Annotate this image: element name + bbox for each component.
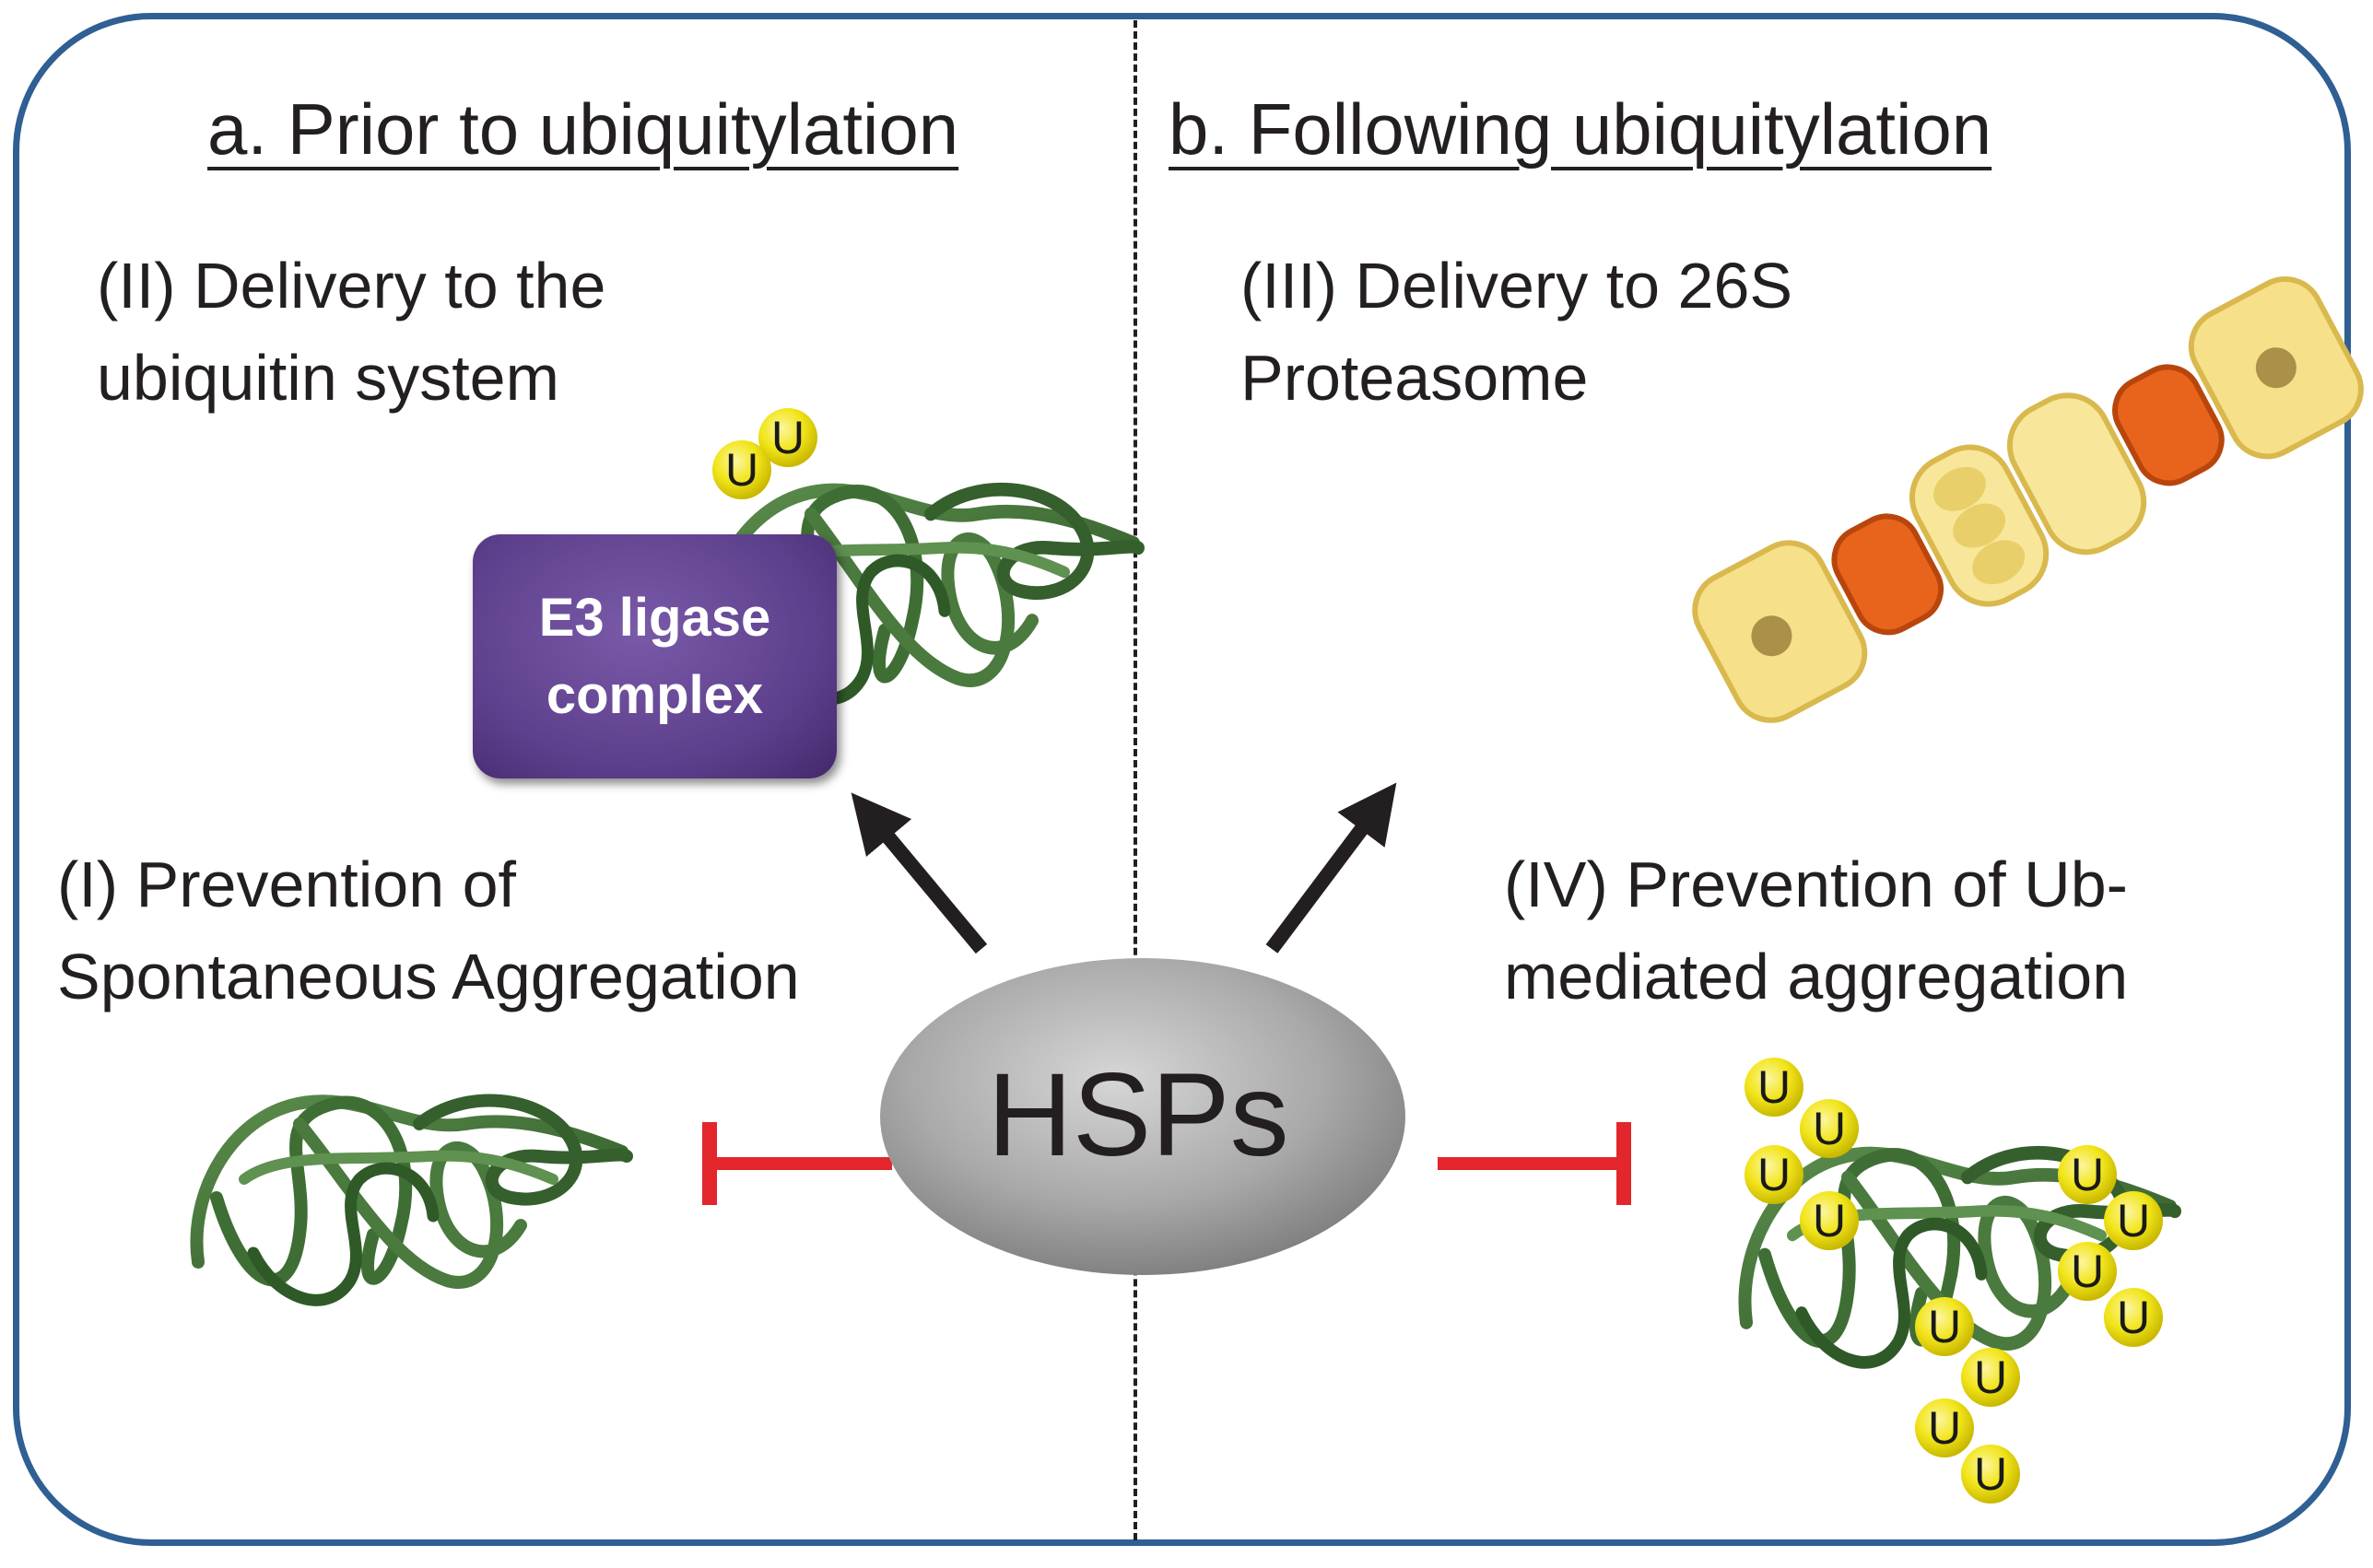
label-prevention-ub: (IV) Prevention of Ub- mediated aggregat… [1504,848,2129,1012]
label-delivery-ubiquitin-system: (II) Delivery to the ubiquitin system [97,250,606,414]
label-prevention-spontaneous: (I) Prevention of Spontaneous Aggregatio… [57,848,800,1012]
ubiquitin-letter: U [1973,1352,2008,1403]
inhibit-left [702,1122,892,1205]
ubiquitin-letter: U [1927,1402,1962,1454]
inhibit-right [1438,1122,1631,1205]
hsps-ellipse [880,958,1405,1275]
ubiquitin-letter: U [1812,1103,1847,1154]
ubiquitin-letter: U [1973,1448,2008,1500]
e3-ligase-complex: E3 ligase complex [473,534,837,778]
heading-following: b. Following ubiquitylation [1169,88,1992,170]
section-divider [1134,20,1137,1540]
ubiquitin-letter: U [770,412,805,463]
ubiquitin-letter: U [2116,1292,2151,1343]
ubiquitin-letter: U [1756,1061,1791,1113]
proteasome-26s [1692,276,2364,723]
heading-prior: a. Prior to ubiquitylation [207,88,959,170]
arrow-to-proteasome [1265,782,1397,954]
arrow-to-e3 [851,792,988,954]
diagram-frame [13,13,2351,1546]
ubiquitin-letter: U [1756,1149,1791,1200]
ubiquitin-letter: U [2116,1195,2151,1246]
ubiquitin-letter: U [724,444,759,496]
ubiquitin-letter: U [2070,1149,2105,1200]
ubiquitin-letter: U [2070,1246,2105,1297]
ubiquitin-letter: U [1812,1195,1847,1246]
label-delivery-proteasome: (III) Delivery to 26S Proteasome [1240,250,1793,414]
hsps-label: HSPs [987,1048,1289,1181]
ubiquitin-letter: U [1927,1301,1962,1352]
unfolded-protein-left [196,1101,627,1301]
